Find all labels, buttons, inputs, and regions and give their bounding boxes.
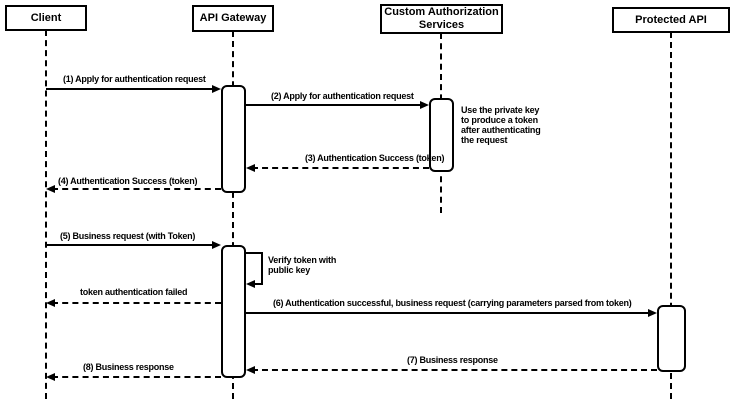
self-message-top-line (246, 252, 263, 254)
message-3-line (252, 167, 429, 169)
message-2-arrowhead (420, 101, 429, 109)
message-6-label: (6) Authentication successful, business … (273, 298, 632, 308)
message-7-label: (7) Business response (407, 355, 498, 365)
message-5-line (46, 244, 216, 246)
message-5-arrowhead (212, 241, 221, 249)
message-8-label: (8) Business response (83, 362, 174, 372)
actor-label: Protected API (635, 13, 707, 26)
actor-label: API Gateway (199, 12, 267, 24)
message-4-line (52, 188, 221, 190)
lifeline-api-gateway (232, 31, 234, 399)
message-2-line (246, 104, 424, 106)
actor-custom-auth: Custom Authorization Services (380, 4, 503, 34)
message-1-line (46, 88, 216, 90)
self-message-label: Verify token with public key (268, 255, 337, 275)
actor-label: Custom Authorization Services (384, 6, 499, 31)
message-3-label: (3) Authentication Success (token) (305, 153, 445, 163)
message-token-failed-line (52, 302, 221, 304)
self-message-bottom-line (252, 283, 263, 285)
message-2-label: (2) Apply for authentication request (271, 91, 414, 101)
note-private-key: Use the private key to produce a token a… (461, 105, 541, 145)
message-6-arrowhead (648, 309, 657, 317)
self-message-right-line (261, 252, 263, 284)
activation-protected-api (657, 305, 686, 372)
lifeline-client (45, 30, 47, 399)
message-7-line (252, 369, 657, 371)
message-8-arrowhead (46, 373, 55, 381)
message-1-label: (1) Apply for authentication request (63, 74, 206, 84)
message-1-arrowhead (212, 85, 221, 93)
message-token-failed-label: token authentication failed (80, 287, 188, 297)
lifeline-protected-api (670, 32, 672, 399)
activation-api-gateway-2 (221, 245, 246, 378)
message-3-arrowhead (246, 164, 255, 172)
self-message-arrowhead (246, 280, 255, 288)
activation-api-gateway-1 (221, 85, 246, 193)
message-4-label: (4) Authentication Success (token) (58, 176, 198, 186)
actor-api-gateway: API Gateway (192, 5, 274, 32)
message-7-arrowhead (246, 366, 255, 374)
actor-protected-api: Protected API (612, 7, 730, 33)
actor-label: Client (30, 11, 62, 24)
message-4-arrowhead (46, 185, 55, 193)
message-5-label: (5) Business request (with Token) (60, 231, 196, 241)
message-8-line (52, 376, 221, 378)
activation-custom-auth (429, 98, 454, 172)
message-token-failed-arrowhead (46, 299, 55, 307)
message-6-line (246, 312, 653, 314)
actor-client: Client (5, 5, 87, 31)
